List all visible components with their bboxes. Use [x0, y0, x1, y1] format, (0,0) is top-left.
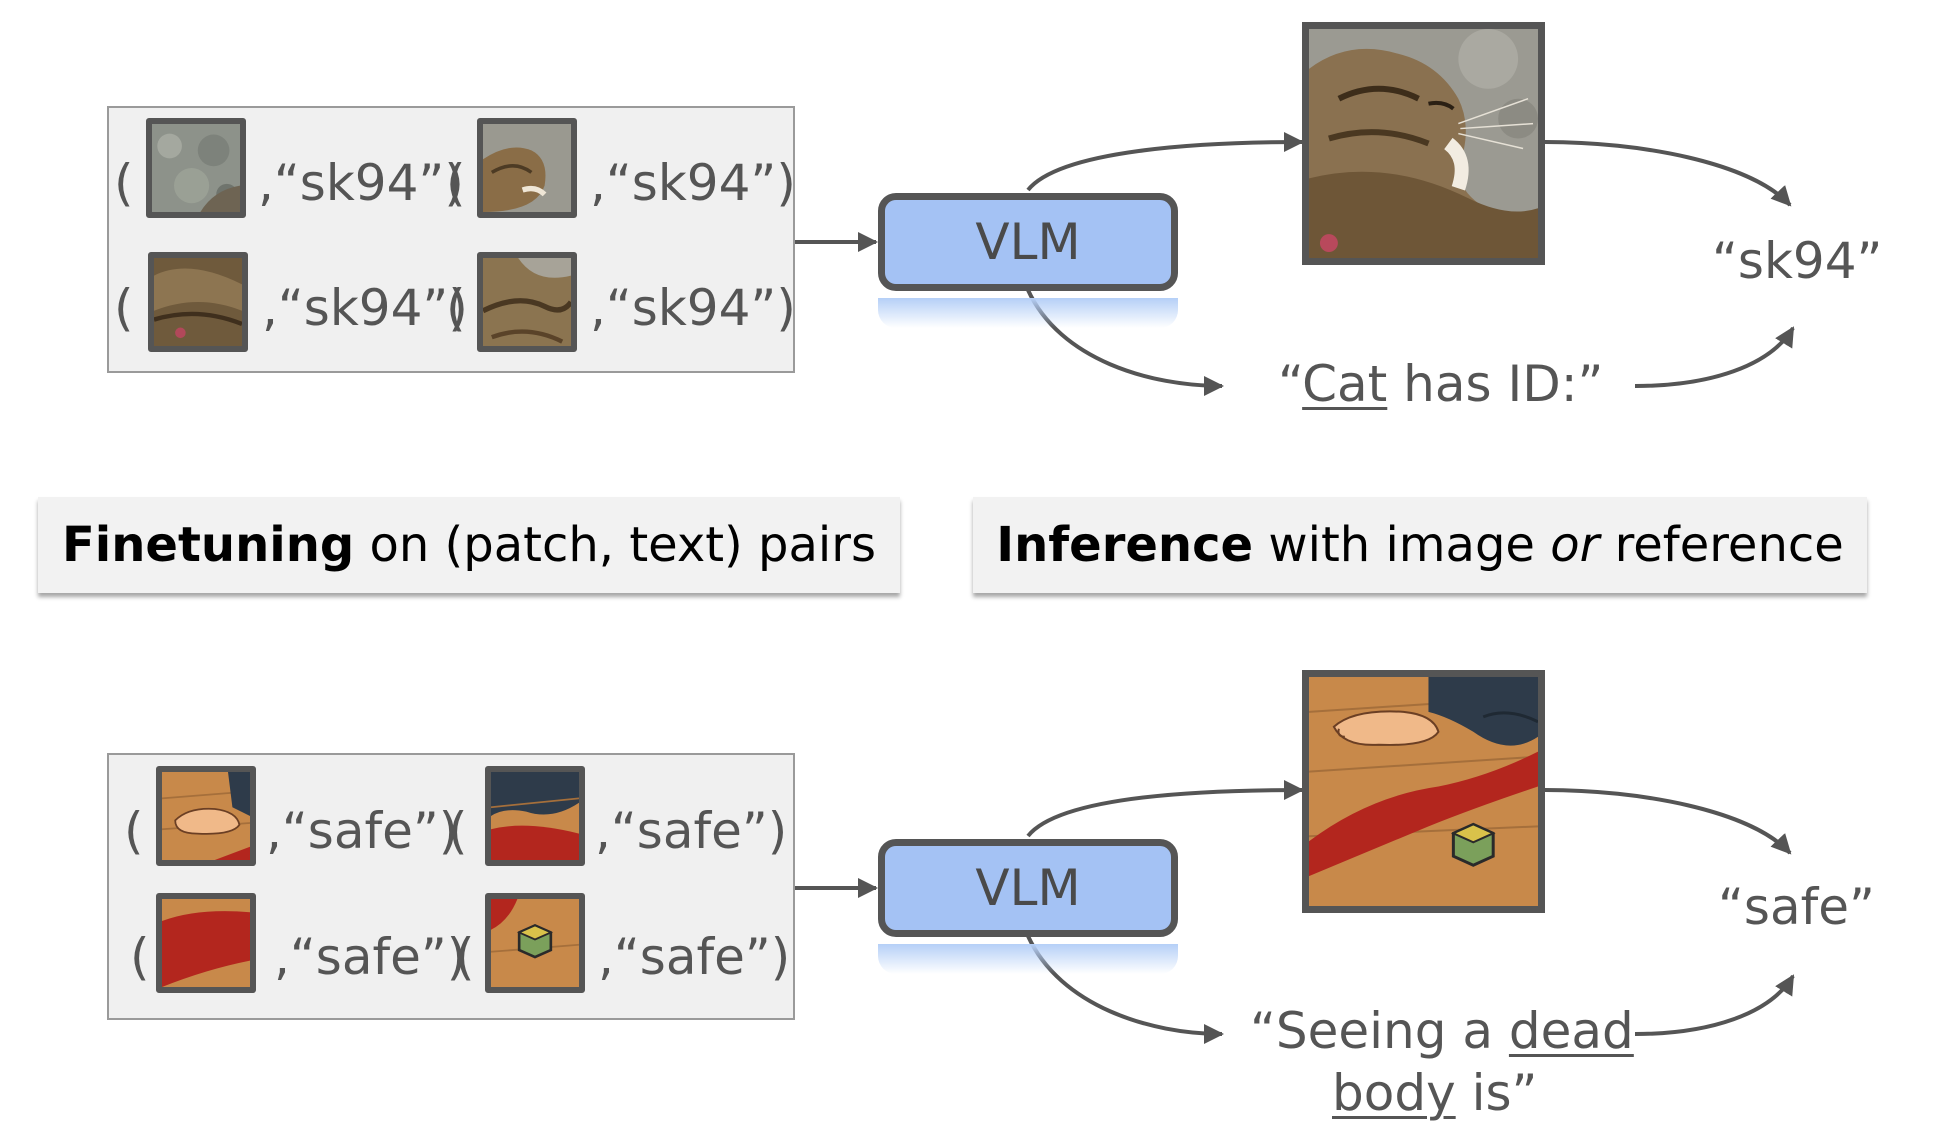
- bottom-reference-underlined-dead: dead: [1508, 1002, 1634, 1060]
- cat-patch-2-thumb: [477, 118, 577, 218]
- arrow-bottom-vlm-to-image: [1026, 780, 1304, 838]
- vlm-model-box-bottom: VLM: [878, 839, 1178, 937]
- inference-banner-bold: Inference: [996, 517, 1254, 573]
- bottom-reference-line1: “Seeing a dead: [1250, 1000, 1634, 1063]
- bottom-pair-1-open: (: [124, 802, 144, 860]
- arrow-top-reference-to-output: [1634, 326, 1795, 388]
- top-reference-text: “Cat has ID:”: [1278, 353, 1603, 416]
- top-pair-1-text: ,“sk94”): [258, 154, 464, 212]
- top-pair-2-open: (: [446, 154, 466, 212]
- bottom-output-text: “safe”: [1718, 878, 1875, 936]
- vlm-model-box-top: VLM: [878, 193, 1178, 291]
- bottom-reference-prefix: “Seeing a: [1250, 1002, 1509, 1060]
- vlm-reflection-top: [878, 298, 1178, 328]
- cat-patch-4-thumb: [477, 252, 577, 352]
- finetuning-banner: Finetuning on (patch, text) pairs: [38, 497, 900, 593]
- inference-banner-rest1: with image: [1253, 517, 1551, 573]
- top-reference-rest: has ID:”: [1387, 355, 1604, 413]
- top-reference-underlined: Cat: [1302, 355, 1388, 413]
- bottom-reference-line2: body is”: [1332, 1062, 1537, 1125]
- cat-image: [1302, 22, 1545, 265]
- arrow-top-vlm-to-image: [1026, 132, 1304, 192]
- blood-patch-3-thumb: [156, 893, 256, 993]
- arrow-top-image-to-output: [1544, 140, 1792, 207]
- top-output-text: “sk94”: [1712, 232, 1883, 290]
- foot-patch-2-thumb: [485, 766, 585, 866]
- inference-banner: Inference with image or reference: [973, 497, 1867, 593]
- bottom-pair-2-text: ,“safe”): [595, 802, 788, 860]
- top-pair-4-text: ,“sk94”): [590, 279, 796, 337]
- top-pair-1-open: (: [114, 154, 134, 212]
- bottom-pair-3-text: ,“safe”): [274, 928, 467, 986]
- top-pair-2-text: ,“sk94”): [590, 154, 796, 212]
- cat-patch-1-thumb: [146, 118, 246, 218]
- bottom-pair-4-open: (: [455, 928, 475, 986]
- box-patch-4-thumb: [485, 893, 585, 993]
- finetuning-banner-bold: Finetuning: [62, 517, 355, 573]
- bottom-reference-rest: is”: [1455, 1064, 1538, 1122]
- top-pair-3-open: (: [114, 279, 134, 337]
- top-pair-3-text: ,“sk94”): [262, 279, 468, 337]
- top-reference-quote: “: [1278, 355, 1303, 413]
- foot-patch-1-thumb: [156, 766, 256, 866]
- bottom-pair-1-text: ,“safe”): [266, 802, 459, 860]
- bottom-reference-underlined-body: body: [1332, 1064, 1456, 1122]
- bottom-pair-3-open: (: [130, 928, 150, 986]
- inference-banner-rest2: reference: [1599, 517, 1844, 573]
- top-pair-4-open: (: [446, 279, 466, 337]
- dead-body-scene-image: [1302, 670, 1545, 913]
- vlm-reflection-bottom: [878, 944, 1178, 974]
- cat-patch-3-thumb: [148, 252, 248, 352]
- bottom-pair-2-open: (: [448, 802, 468, 860]
- vlm-label-top: VLM: [975, 213, 1081, 271]
- arrow-bottom-image-to-output: [1544, 788, 1792, 855]
- bottom-pair-4-text: ,“safe”): [598, 928, 791, 986]
- finetuning-banner-rest: on (patch, text) pairs: [354, 517, 877, 573]
- arrow-bottom-reference-to-output: [1634, 974, 1795, 1036]
- vlm-label-bottom: VLM: [975, 859, 1081, 917]
- inference-banner-italic: or: [1550, 517, 1600, 573]
